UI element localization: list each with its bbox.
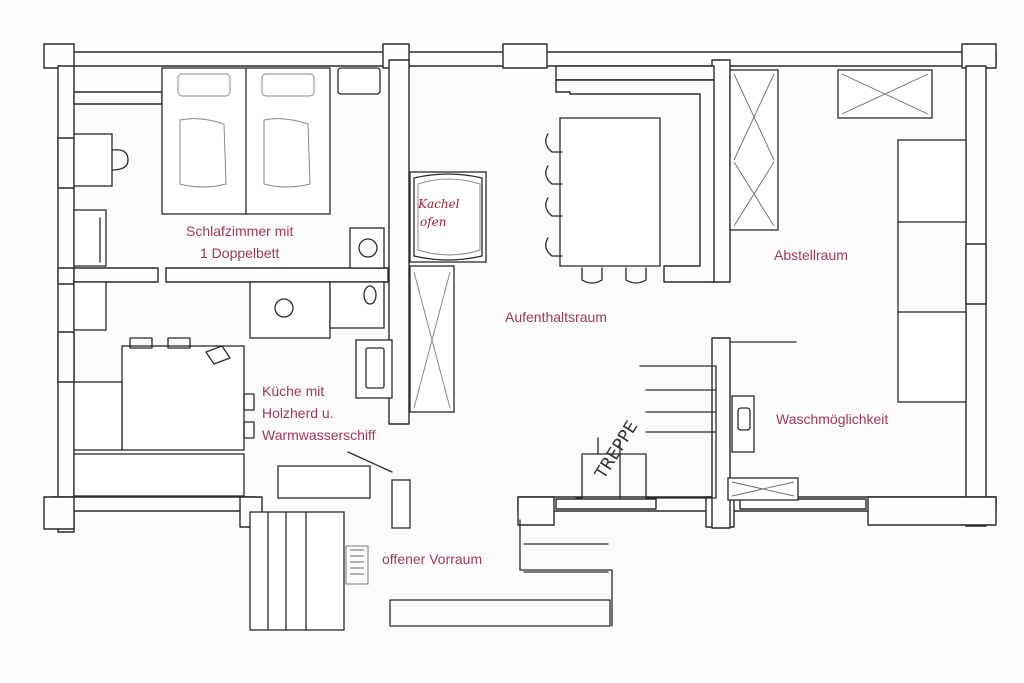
label-bedroom-2: 1 Doppelbett (200, 245, 280, 261)
label-bedroom-1: Schlafzimmer mit (186, 223, 293, 239)
stairs (575, 341, 799, 501)
kitchen-furniture (73, 281, 411, 529)
living-furniture (545, 79, 715, 284)
label-storage-room: Abstellraum (774, 247, 848, 263)
label-kitchen-2: Holzherd u. (262, 405, 334, 421)
label-washing: Waschmöglichkeit (776, 411, 888, 427)
tiled-stove (409, 171, 487, 413)
bedroom-furniture (73, 67, 385, 331)
entrance-area (249, 511, 613, 631)
label-kitchen-3: Warmwasserschiff (262, 427, 376, 443)
outer-walls (43, 43, 997, 533)
label-stove-2: ofen (420, 215, 447, 229)
label-stove-1: Kachel (417, 197, 460, 211)
storage-furniture (729, 69, 967, 403)
label-kitchen-1: Küche mit (262, 383, 324, 399)
label-living-room: Aufenthaltsraum (505, 309, 607, 325)
label-entrance: offener Vorraum (382, 551, 482, 567)
